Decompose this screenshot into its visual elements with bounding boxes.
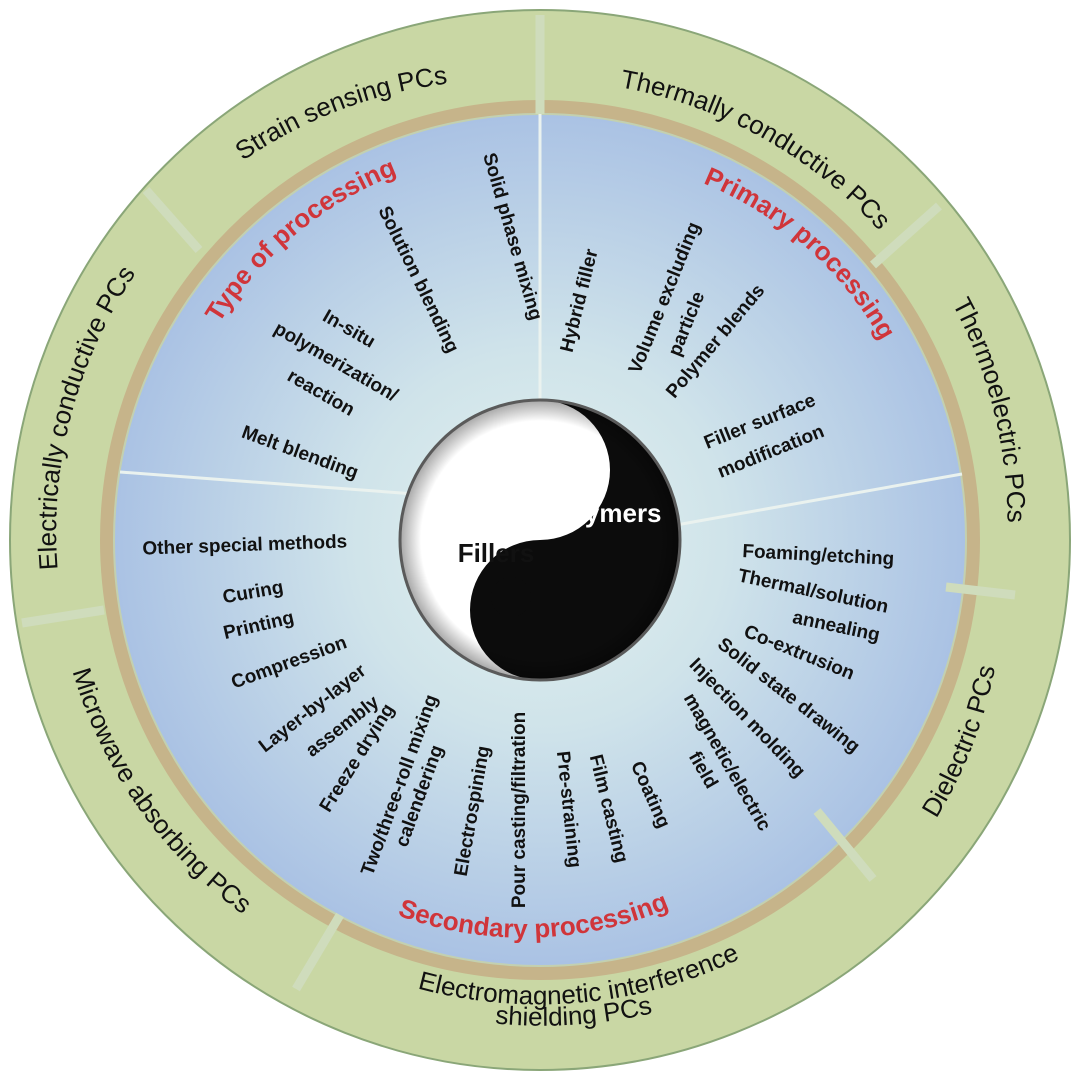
item-pour-casting: Pour casting/filtration: [509, 712, 530, 908]
inner-dividers: [119, 114, 963, 529]
yin-yang-symbol: [398, 398, 682, 682]
label-fillers: Fillers: [458, 538, 535, 568]
label-polymers: Polymers: [544, 498, 661, 528]
segment-borders: [21, 15, 1016, 992]
